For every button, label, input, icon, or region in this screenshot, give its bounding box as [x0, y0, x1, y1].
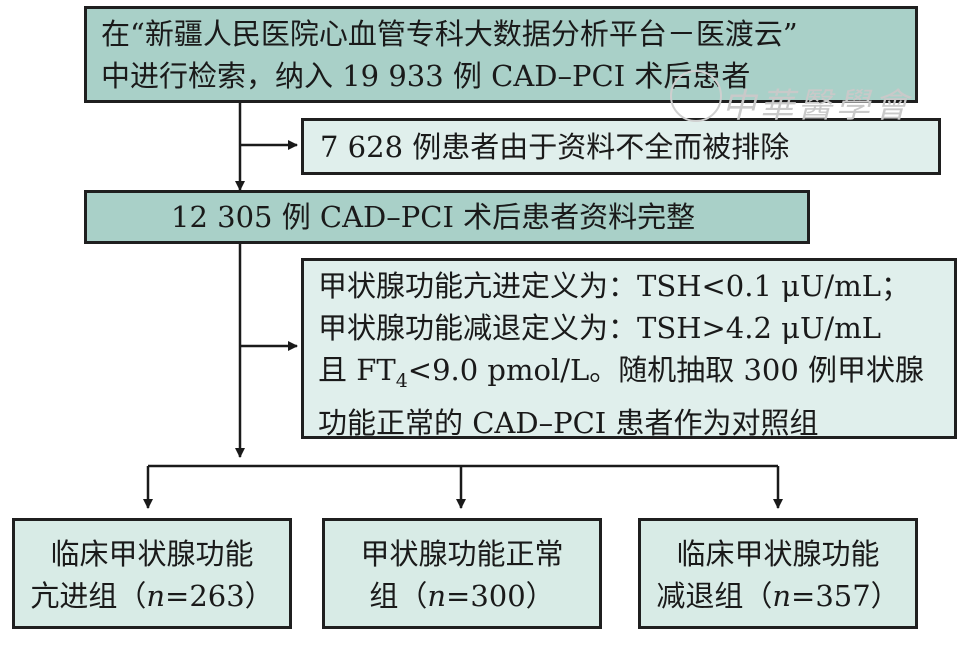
search-source-line-1: 在“新疆人民医院心血管专科大数据分析平台－医渡云” [101, 17, 798, 51]
complete-records-box: 12 305 例 CAD–PCI 术后患者资料完整 [84, 190, 810, 244]
watermark: 中華醫學會 [722, 86, 912, 126]
definition-line-3: 且 FT4<9.0 pmol/L。随机抽取 300 例甲状腺 [318, 353, 925, 392]
definition-line-1: 甲状腺功能亢进定义为：TSH<0.1 μU/mL； [318, 269, 910, 303]
definition-box: 甲状腺功能亢进定义为：TSH<0.1 μU/mL； 甲状腺功能减退定义为：TSH… [301, 258, 957, 440]
exclusion-text: 7 628 例患者由于资料不全而被排除 [320, 130, 790, 164]
complete-records-text: 12 305 例 CAD–PCI 术后患者资料完整 [171, 200, 696, 234]
group-3-line-2: 减退组（n=357） [656, 579, 900, 613]
group-1-line-1: 临床甲状腺功能 [50, 537, 254, 571]
definition-line-2: 甲状腺功能减退定义为：TSH>4.2 μU/mL [318, 311, 881, 345]
search-source-box: 在“新疆人民医院心血管专科大数据分析平台－医渡云” 中进行检索，纳入 19 93… [84, 6, 918, 103]
exclusion-box: 7 628 例患者由于资料不全而被排除 [301, 118, 941, 175]
group-euthyroid-box: 甲状腺功能正常 组（n=300） [322, 518, 602, 629]
search-source-line-2: 中进行检索，纳入 19 933 例 CAD–PCI 术后患者 [101, 59, 751, 93]
watermark-seal-icon [670, 70, 722, 122]
group-hyperthyroid-box: 临床甲状腺功能 亢进组（n=263） [12, 518, 292, 629]
group-2-line-1: 甲状腺功能正常 [360, 537, 564, 571]
group-2-line-2: 组（n=300） [369, 579, 555, 613]
subscript-4: 4 [395, 369, 408, 392]
group-1-line-2: 亢进组（n=263） [30, 579, 274, 613]
group-3-line-1: 临床甲状腺功能 [676, 537, 880, 571]
group-hypothyroid-box: 临床甲状腺功能 减退组（n=357） [638, 518, 918, 629]
definition-line-4: 功能正常的 CAD–PCI 患者作为对照组 [318, 405, 819, 440]
